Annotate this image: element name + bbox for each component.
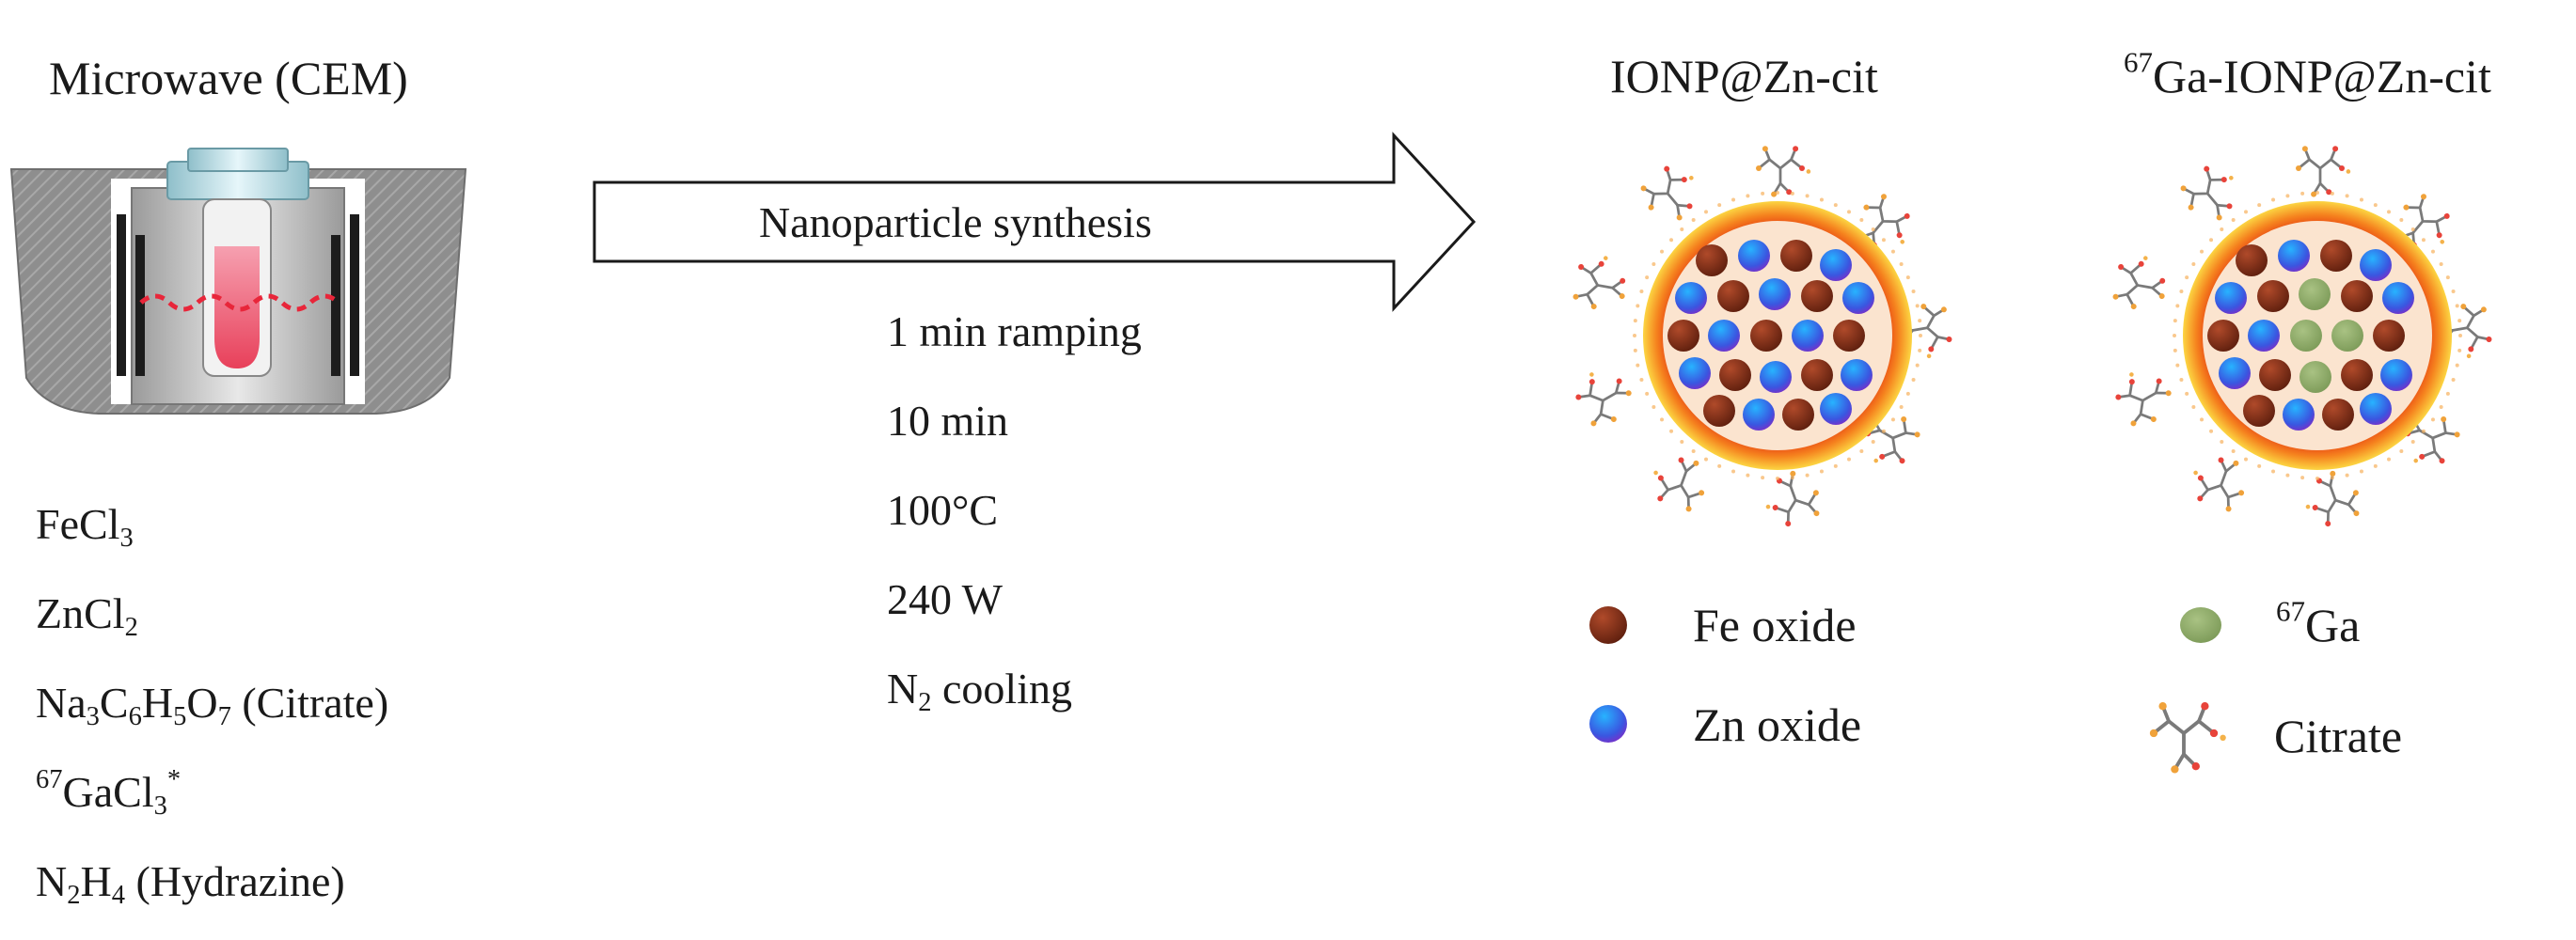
reagent-fecl3: FeCl3	[36, 500, 134, 553]
core-nanoparticle-dot	[2283, 399, 2315, 431]
nanoparticle-67ga-ionp-zn-cit	[2112, 146, 2492, 527]
reagent-zncl2: ZnCl2	[36, 589, 138, 642]
citrate-molecule	[1572, 256, 1626, 310]
core-nanoparticle-dot	[2380, 359, 2412, 391]
citrate-molecule	[1640, 165, 1694, 221]
citrate-molecule	[1653, 457, 1705, 512]
core-nanoparticle-dot	[2360, 249, 2392, 281]
citrate-molecule	[2305, 470, 2360, 527]
core-nanoparticle-dot	[2331, 320, 2363, 352]
core-nanoparticle-dot	[2207, 320, 2239, 352]
core-nanoparticle-dot	[1675, 282, 1707, 314]
core-nanoparticle-dot	[2322, 399, 2354, 431]
citrate-molecule	[2193, 457, 2245, 512]
core-nanoparticle-dot	[2290, 320, 2322, 352]
core-nanoparticle-dot	[2360, 393, 2392, 425]
condition-ramping: 1 min ramping	[887, 307, 1142, 355]
condition-temperature: 100°C	[887, 486, 999, 534]
legend-fe-oxide-label: Fe oxide	[1693, 599, 1857, 651]
core-nanoparticle-dot	[1703, 395, 1735, 427]
citrate-molecule	[1575, 372, 1632, 427]
reagent-hydrazine: N2H4 (Hydrazine)	[36, 857, 345, 910]
core-nanoparticle-dot	[1841, 359, 1873, 391]
particle-title-right: 67Ga-IONP@Zn-cit	[2124, 45, 2491, 102]
arrow-label: Nanoparticle synthesis	[759, 198, 1152, 246]
core-nanoparticle-dot	[1782, 399, 1814, 431]
core-nanoparticle-dot	[2259, 359, 2291, 391]
core-nanoparticle-dot	[2248, 320, 2280, 352]
core-nanoparticle-dot	[2219, 357, 2251, 389]
core-nanoparticle-dot	[2299, 278, 2331, 310]
condition-power: 240 W	[887, 575, 1004, 623]
core-nanoparticle-dot	[1780, 240, 1812, 272]
reagent-67gacl3: 67GaCl3*	[36, 765, 182, 821]
citrate-molecule	[2149, 702, 2226, 774]
core-nanoparticle-dot	[1717, 280, 1749, 312]
citrate-molecule-icon	[2149, 702, 2226, 774]
particle-title-left: IONP@Zn-cit	[1610, 50, 1878, 102]
citrate-molecule	[2296, 146, 2351, 197]
core-nanoparticle-dot	[2257, 280, 2289, 312]
citrate-molecule	[1858, 194, 1910, 248]
core-nanoparticle-dot	[1759, 278, 1791, 310]
core-nanoparticle-dot	[1801, 359, 1833, 391]
core-nanoparticle-dot	[1743, 399, 1775, 431]
core-nanoparticle-dot	[2243, 395, 2275, 427]
citrate-molecule	[1765, 470, 1820, 527]
citrate-molecule	[1756, 146, 1811, 197]
core-nanoparticle-dot	[1801, 280, 1833, 312]
core-nanoparticle-dot	[1833, 320, 1865, 352]
citrate-molecule	[2112, 256, 2166, 310]
core-nanoparticle-dot	[1696, 244, 1728, 276]
legend-fe-oxide-marker	[1589, 606, 1627, 644]
core-nanoparticle-dot	[1820, 393, 1852, 425]
core-nanoparticle-dot	[2341, 280, 2373, 312]
legend-ga-label: 67Ga	[2276, 594, 2361, 651]
core-nanoparticle-dot	[1760, 361, 1792, 393]
core-nanoparticle-dot	[2278, 240, 2310, 272]
core-nanoparticle-dot	[2236, 244, 2268, 276]
core-nanoparticle-dot	[1792, 320, 1824, 352]
core-nanoparticle-dot	[2320, 240, 2352, 272]
arrow-right-icon	[593, 132, 1477, 312]
legend-citrate-label: Citrate	[2274, 710, 2403, 762]
core-nanoparticle-dot	[2215, 282, 2247, 314]
core-nanoparticle-dot	[2382, 282, 2414, 314]
condition-time: 10 min	[887, 397, 1009, 445]
core-nanoparticle-dot	[2341, 359, 2373, 391]
citrate-molecule	[2115, 372, 2172, 427]
microwave-reactor-icon	[9, 148, 467, 415]
core-nanoparticle-dot	[1750, 320, 1782, 352]
core-nanoparticle-dot	[2299, 361, 2331, 393]
nanoparticle-ionp-zn-cit	[1572, 146, 1952, 527]
core-nanoparticle-dot	[1738, 240, 1770, 272]
core-nanoparticle-dot	[1679, 357, 1711, 389]
core-nanoparticle-dot	[1708, 320, 1740, 352]
legend-zn-oxide-marker	[1589, 705, 1627, 743]
legend-zn-oxide-label: Zn oxide	[1693, 698, 1862, 751]
core-nanoparticle-dot	[1820, 249, 1852, 281]
condition-cooling: N2 cooling	[887, 665, 1072, 717]
core-nanoparticle-dot	[1667, 320, 1699, 352]
reagent-citrate: Na3C6H5O7 (Citrate)	[36, 679, 389, 731]
microwave-title: Microwave (CEM)	[49, 52, 408, 104]
legend-ga-marker	[2180, 607, 2221, 643]
core-nanoparticle-dot	[1719, 359, 1751, 391]
core-nanoparticle-dot	[2373, 320, 2405, 352]
citrate-molecule	[2180, 165, 2234, 221]
core-nanoparticle-dot	[1842, 282, 1874, 314]
